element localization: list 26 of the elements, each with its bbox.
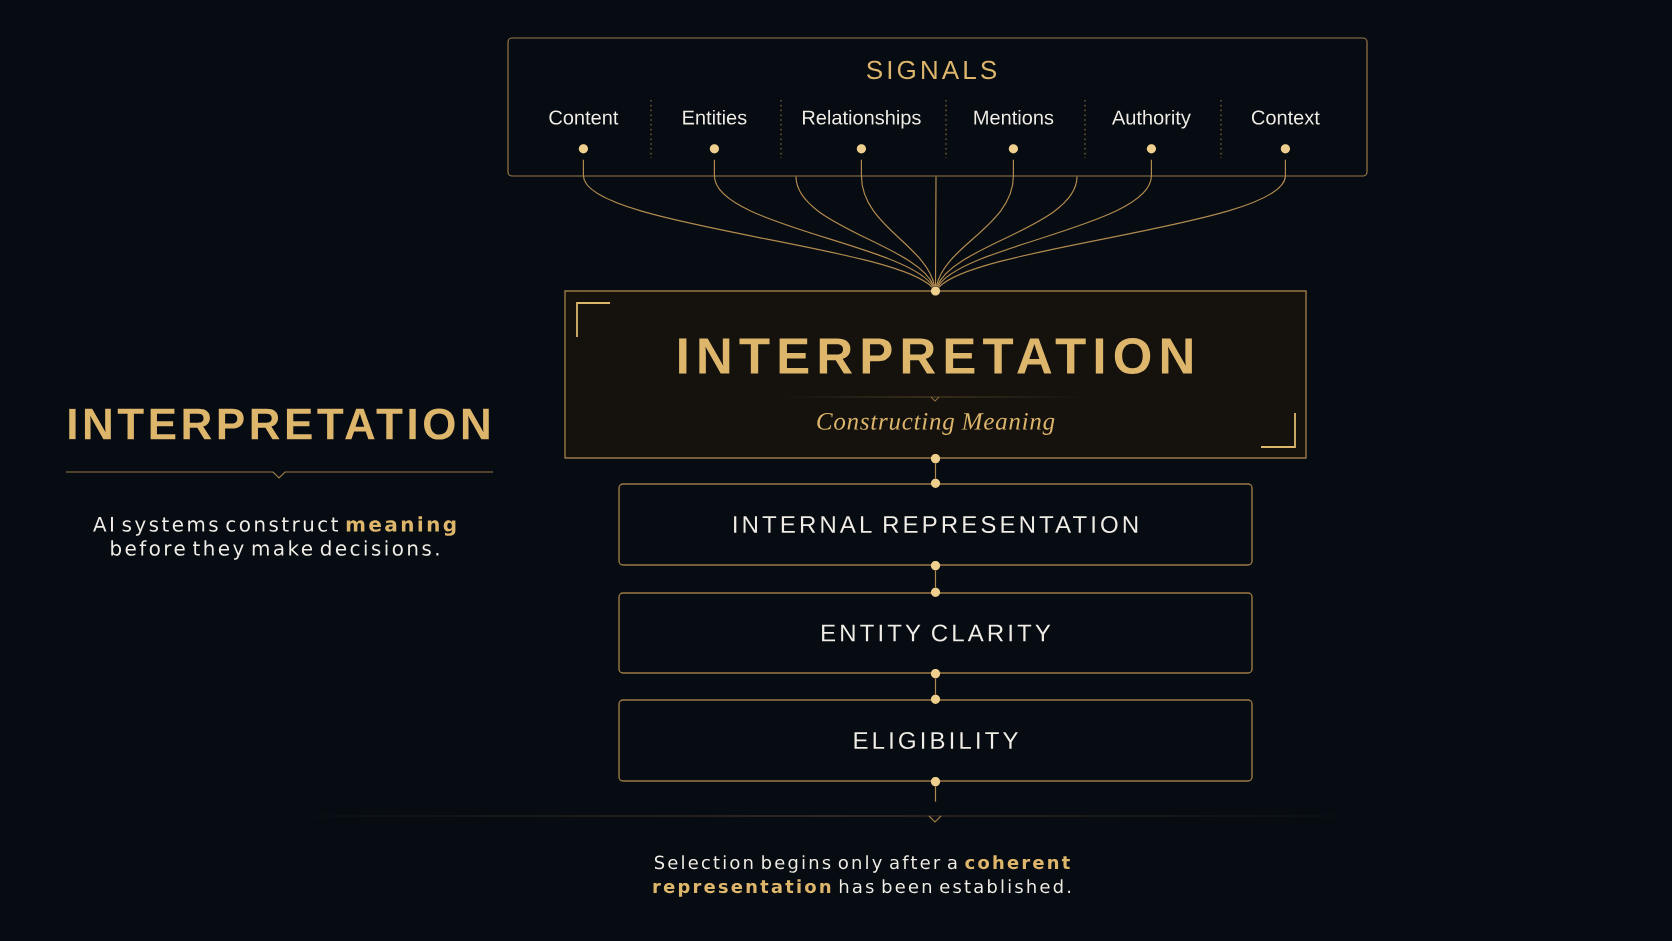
column-label: Context bbox=[1251, 110, 1320, 125]
connector bbox=[937, 159, 1152, 288]
connector bbox=[934, 176, 937, 287]
connector bbox=[934, 569, 937, 589]
title-box: INTERPRETATION Constructing Meaning bbox=[564, 290, 1307, 459]
column-label: Content bbox=[549, 110, 619, 125]
heading: INTERPRETATION bbox=[69, 408, 489, 440]
connector bbox=[713, 159, 934, 288]
column-label: Relationships bbox=[803, 109, 921, 129]
column-label: Entities bbox=[683, 109, 747, 125]
connector bbox=[938, 159, 1286, 288]
connector bbox=[934, 785, 937, 803]
connector bbox=[934, 462, 937, 480]
step-box: ENTITY CLARITY bbox=[618, 592, 1253, 674]
connector bbox=[582, 159, 933, 288]
connector bbox=[935, 159, 1014, 287]
column-label: Mentions bbox=[974, 109, 1054, 125]
connector bbox=[936, 176, 1078, 287]
column-label: Authority bbox=[1112, 109, 1191, 129]
paragraph: AI systems construct meaning before they make decisions. bbox=[93, 516, 456, 560]
connector bbox=[860, 159, 936, 287]
step-box: INTERNAL REPRESENTATION bbox=[618, 483, 1253, 566]
connector bbox=[934, 677, 937, 696]
step-box: ELIGIBILITY bbox=[618, 699, 1253, 782]
connector bbox=[795, 176, 935, 287]
caption: Selection begins only after a coherent representation has been established. bbox=[653, 855, 1071, 897]
